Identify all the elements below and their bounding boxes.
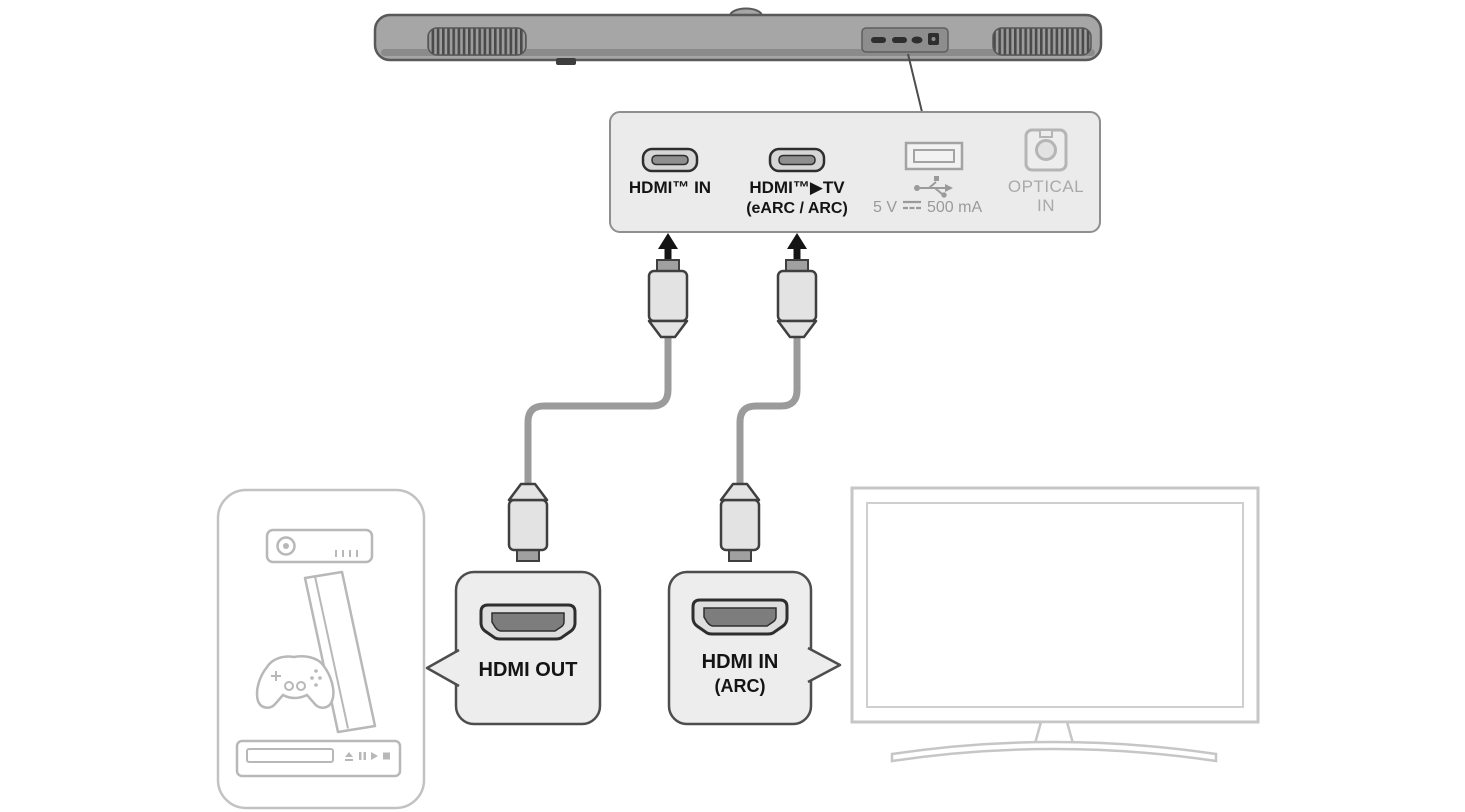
soundbar-foot (556, 58, 576, 65)
hdmi-out-port-icon (479, 603, 577, 641)
hdmi-in-arc-port-icon (691, 598, 789, 636)
hdmi-out-label: HDMI OUT (479, 659, 578, 681)
arrow-up-left-icon (658, 233, 678, 260)
hdmi-cable-connector-top-left (647, 258, 689, 339)
hdmi-in-arc-callout: HDMI IN (ARC) (667, 570, 842, 726)
arrow-up-right-icon (787, 233, 807, 260)
tv-screen (866, 502, 1244, 708)
source-devices-group (216, 488, 426, 810)
callout-line (907, 53, 923, 113)
disc-player-icon (235, 739, 402, 778)
usb-port-icon (904, 141, 964, 171)
hdmi-cable-connector-top-right (776, 258, 818, 339)
io-panel: HDMI™ IN HDMI™▶TV (eARC / ARC) 5 V 500 m… (609, 111, 1101, 233)
hdmi-in-port-label: HDMI™ IN (629, 178, 711, 197)
gamepad-icon (255, 655, 335, 709)
hdmi-in-port-icon (641, 147, 699, 173)
tv-icon (850, 486, 1260, 763)
set-top-box-icon (265, 528, 374, 564)
hdmi-cable-right (736, 336, 801, 486)
hdmi-in-arc-label: HDMI IN (702, 651, 779, 673)
connection-recess (861, 27, 949, 53)
optical-label-line2: IN (1037, 196, 1055, 215)
hdmi-out-callout: HDMI OUT (425, 570, 602, 726)
usb-power-label-prefix: 5 V (873, 199, 897, 216)
tv-stand-base (890, 740, 1218, 763)
hdmi-cable-left (524, 336, 672, 486)
io-panel-frame (609, 111, 1101, 233)
speaker-grille-left (427, 27, 527, 56)
usb-power-label-suffix: 500 mA (927, 199, 982, 216)
pointer-right-icon (807, 646, 842, 684)
optical-label-line1: OPTICAL (1008, 177, 1084, 196)
hdmi-out-box (454, 570, 602, 726)
hdmi-tv-port-sublabel: (eARC / ARC) (746, 200, 848, 217)
optical-port-icon (1024, 128, 1068, 172)
hdmi-in-arc-box (667, 570, 813, 726)
hdmi-cable-connector-bottom-left (507, 482, 549, 563)
dc-symbol-icon (903, 200, 921, 210)
hdmi-tv-port-icon (768, 147, 826, 173)
speaker-grille-right (992, 27, 1092, 56)
pointer-left-icon (425, 648, 460, 688)
usb-trident-icon (914, 176, 953, 198)
hdmi-tv-port-label: HDMI™▶TV (749, 178, 845, 197)
soundbar-icon (373, 7, 1103, 65)
hdmi-cable-connector-bottom-right (719, 482, 761, 563)
hdmi-in-arc-sublabel: (ARC) (715, 676, 766, 696)
